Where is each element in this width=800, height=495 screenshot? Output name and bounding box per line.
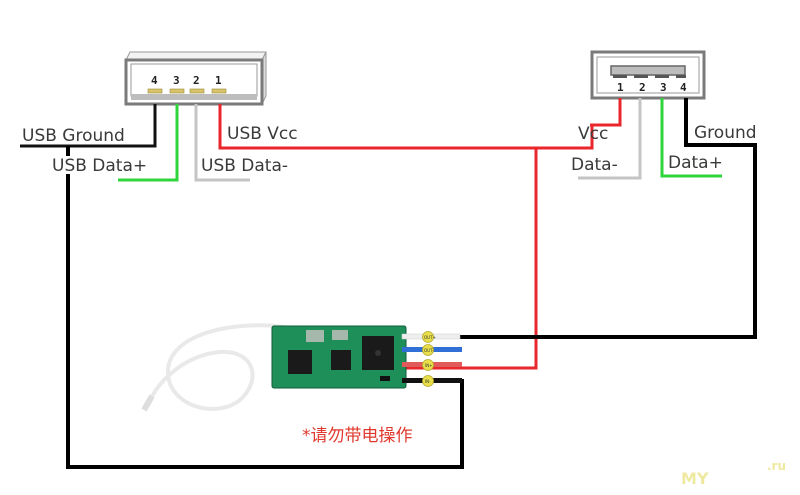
wire-vcc-drop [404,148,538,370]
left-pin-1: 1 [215,74,222,87]
right-pin-3: 3 [660,81,667,94]
tag-in-minus: IN- [425,379,431,384]
label-usb-data-minus: USB Data- [201,156,288,176]
label-usb-ground: USB Ground [22,126,125,146]
warning-text: *请勿带电操作 [302,426,413,446]
label-usb-vcc: USB Vcc [227,124,298,144]
tag-in-plus: IN+ [425,363,433,368]
wire-vcc [218,104,594,150]
right-pin-1: 1 [617,81,624,94]
tag-out-plus: OUT+ [424,335,436,340]
receiver-module: OUT+ OUT- IN+ IN- [141,323,462,412]
right-pin-4: 4 [680,81,687,94]
wire-ground-loop [66,146,464,469]
watermark-left: MY [681,469,709,488]
label-data-plus: Data+ [668,153,723,173]
right-usb-connector: 1 2 3 4 [590,50,706,100]
left-usb-connector: 4 3 2 1 [124,51,267,106]
wire-right-ground [460,98,757,339]
wire-left-data-minus [194,104,250,182]
left-pin-2: 2 [193,74,200,87]
wire-left-ground-stub [20,104,157,148]
left-pin-4: 4 [151,74,158,87]
wire-right-data-minus [578,98,642,180]
wire-right-data-plus [660,98,722,178]
chip-ic [288,350,312,374]
tag-out-minus: OUT- [424,348,434,353]
label-data-minus: Data- [571,155,618,175]
antenna-wire [148,323,286,411]
wire-left-data-plus [118,104,179,182]
right-pin-2: 2 [639,81,646,94]
wire-right-vcc [590,98,622,127]
left-pin-3: 3 [173,74,180,87]
label-usb-data-plus: USB Data+ [52,156,147,176]
watermark-right: .ru [767,459,786,473]
label-ground: Ground [694,123,757,143]
label-vcc: Vcc [578,124,608,144]
